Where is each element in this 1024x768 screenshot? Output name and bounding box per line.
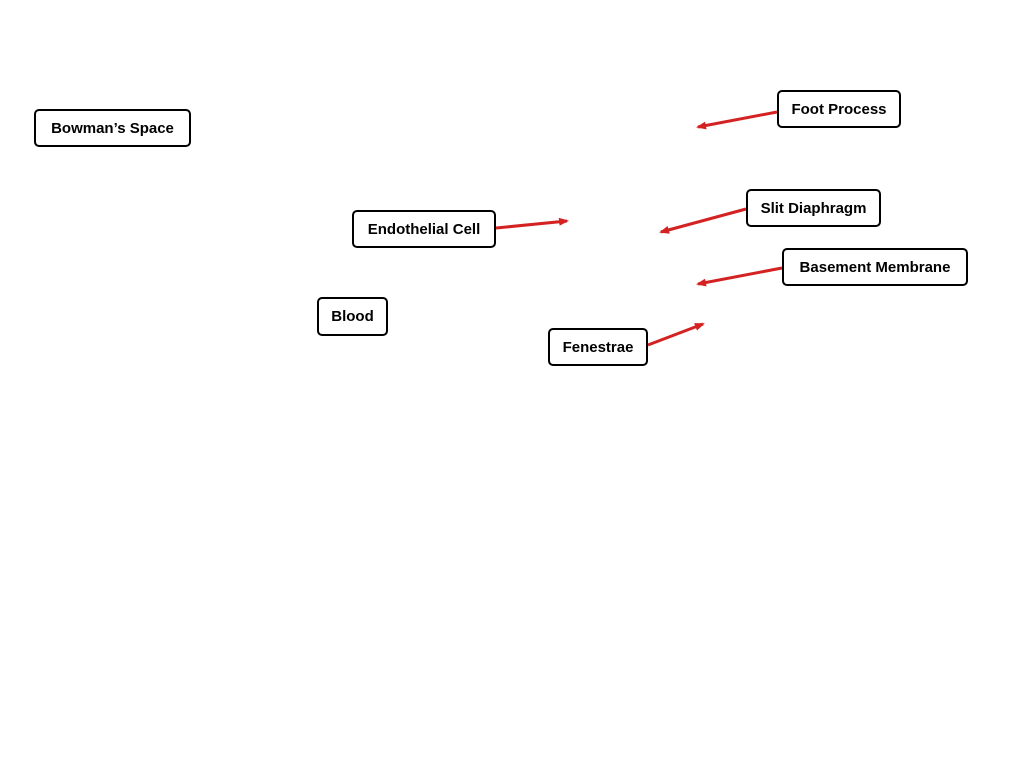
bowmans-space-label: Bowman’s Space xyxy=(34,109,191,147)
fenestrae-label: Fenestrae xyxy=(548,328,648,366)
slit-diaphragm-arrow xyxy=(659,207,747,234)
endothelial-cell-label: Endothelial Cell xyxy=(352,210,496,248)
basement-membrane-arrow xyxy=(696,266,783,287)
slit-diaphragm-label: Slit Diaphragm xyxy=(746,189,881,227)
foot-process-arrow xyxy=(696,110,778,130)
foot-process-label: Foot Process xyxy=(777,90,901,128)
basement-membrane-label: Basement Membrane xyxy=(782,248,968,286)
fenestrae-arrow xyxy=(647,322,705,347)
endothelial-cell-arrow xyxy=(495,217,569,230)
blood-label: Blood xyxy=(317,297,388,336)
